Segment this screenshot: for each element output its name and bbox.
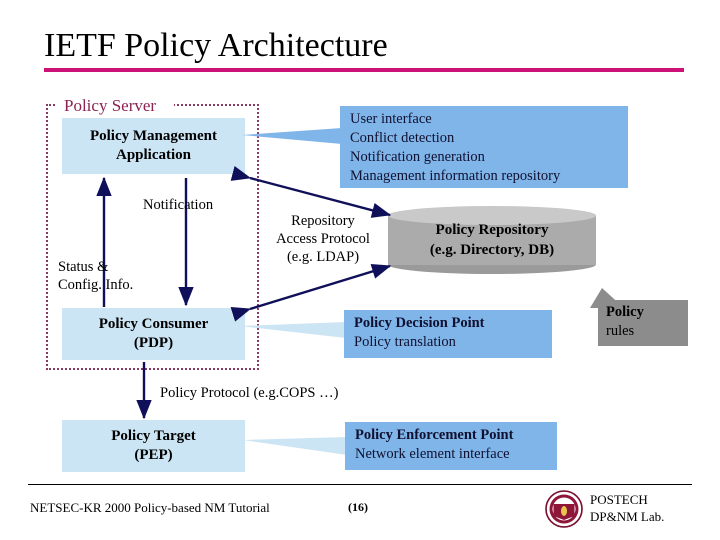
title-underline-rule [44,68,684,72]
callout-line-policy-translation: Policy translation [354,334,456,350]
footer-org-line2: DP&NM Lab. [590,509,665,524]
footer-org-line1: POSTECH [590,492,648,507]
callout-line-policy-enforcement-point: Policy Enforcement Point [355,427,514,443]
callout-line-policy: Policy [606,304,644,320]
callout-line-conflict-detection: Conflict detection [350,130,455,146]
callout-line-network-element-interface: Network element interface [355,446,510,462]
policy-repository-line1: Policy Repository [435,222,549,238]
footer-organization: POSTECH DP&NM Lab. [590,491,664,525]
policy-repository-line2: (e.g. Directory, DB) [429,242,555,258]
policy-management-application-callout-tail [242,128,342,144]
cylinder-top-ellipse [388,206,596,225]
policy-repository-label: Policy Repository (e.g. Directory, DB) [388,220,596,260]
callout-line-policy-decision-point: Policy Decision Point [354,315,485,331]
policy-repository-cylinder[interactable]: Policy Repository (e.g. Directory, DB) [388,206,596,274]
policy-target-line1: Policy Target [111,428,196,444]
repository-access-protocol-line2: Access Protocol [276,231,370,247]
policy-protocol-label: Policy Protocol (e.g.COPS …) [160,385,339,401]
postech-seal-icon [545,490,583,528]
repository-access-protocol-line3: (e.g. LDAP) [286,249,360,265]
status-config-label: Status & Config. Info. [58,258,133,294]
policy-server-group-label: Policy Server [60,96,163,116]
repository-access-protocol-line1: Repository [291,213,355,229]
status-config-label-line2: Config. Info. [58,277,134,293]
policy-target-box[interactable]: Policy Target (PEP) [62,420,245,472]
callout-line-notification-generation: Notification generation [350,149,485,165]
repository-access-protocol-label: Repository Access Protocol (e.g. LDAP) [258,212,388,266]
policy-management-application-line1: Policy Management [89,128,218,144]
policy-consumer-line1: Policy Consumer [98,316,209,332]
status-config-label-line1: Status & [58,259,109,275]
policy-management-application-line2: Application [115,147,191,163]
policy-consumer-line2: (PDP) [133,335,174,351]
policy-target-line2: (PEP) [134,447,173,463]
policy-decision-point-callout[interactable]: Policy Decision Point Policy translation [344,310,552,358]
callout-line-management-information-repository: Management information repository [350,168,561,184]
page-title: IETF Policy Architecture [44,27,388,64]
arrow-pdp-to-repository [230,263,392,322]
policy-management-application-callout[interactable]: User interface Conflict detection Notifi… [340,106,628,188]
policy-rules-callout[interactable]: Policy rules [598,300,688,346]
footer-tutorial-title: NETSEC-KR 2000 Policy-based NM Tutorial [30,500,270,515]
policy-consumer-box[interactable]: Policy Consumer (PDP) [62,308,245,360]
policy-enforcement-point-callout[interactable]: Policy Enforcement Point Network element… [345,422,557,470]
policy-decision-point-callout-tail [240,322,346,338]
footer-divider [28,484,692,485]
footer-page-number: (16) [348,500,368,514]
callout-line-user-interface: User interface [350,111,432,127]
policy-enforcement-point-callout-tail [243,437,347,455]
callout-line-rules: rules [606,323,635,339]
policy-management-application-box[interactable]: Policy Management Application [62,118,245,174]
notification-label: Notification [143,197,214,213]
